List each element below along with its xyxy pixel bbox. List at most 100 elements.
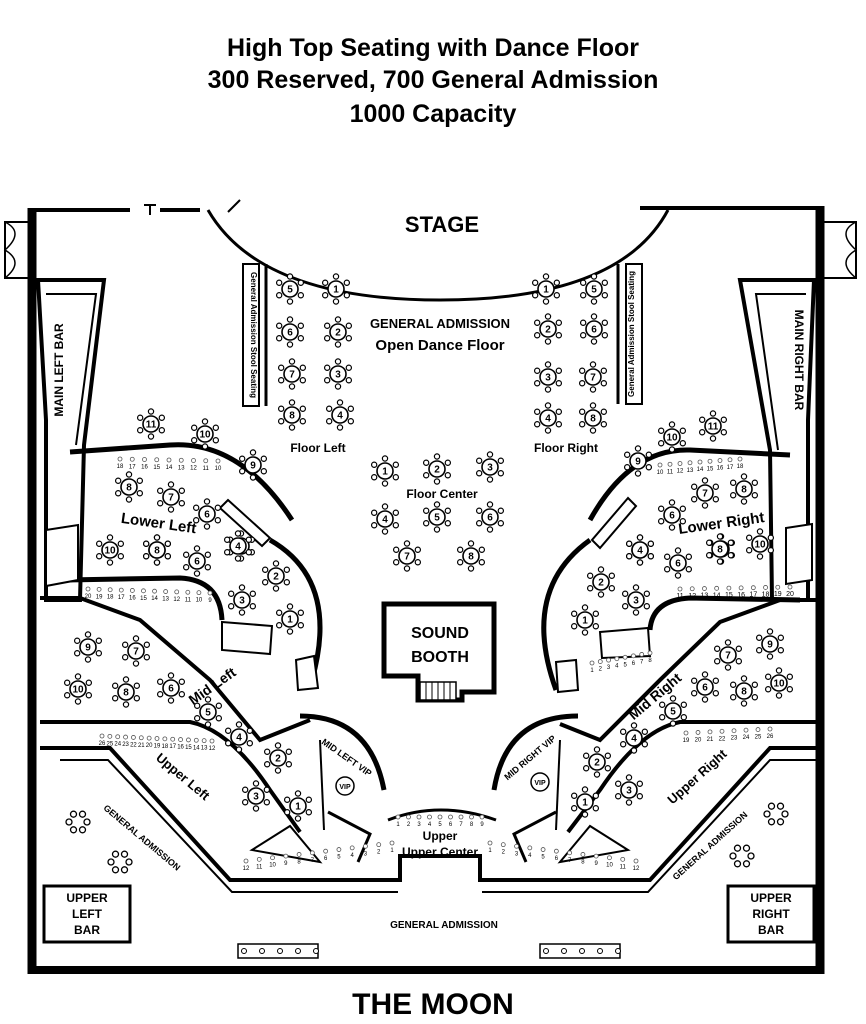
table-floor-center-4[interactable]: 4 <box>370 503 400 535</box>
table-lower-right-2[interactable]: 2 <box>586 566 616 598</box>
table-floor-right-2[interactable]: 2 <box>533 313 563 345</box>
rail-seat-number: 1 <box>590 668 594 674</box>
table-mid-left-10[interactable]: 10 <box>63 673 93 705</box>
rail-seat-number: 15 <box>725 592 733 599</box>
table-lower-right-8[interactable]: 8 <box>729 473 759 505</box>
table-lower-right-11[interactable]: 11 <box>698 410 728 442</box>
table-number: 1 <box>582 798 588 809</box>
table-mid-left-1[interactable]: 1 <box>283 790 313 822</box>
table-floor-center-2[interactable]: 2 <box>422 453 452 485</box>
sound-booth-label-1: SOUND <box>411 625 469 642</box>
table-number: 6 <box>675 559 681 570</box>
table-mid-left-9[interactable]: 9 <box>73 631 103 663</box>
table-mid-left-6[interactable]: 6 <box>156 672 186 704</box>
table-lower-left-8-b[interactable]: 8 <box>142 534 172 566</box>
table-lower-left-10[interactable]: 10 <box>190 418 220 450</box>
table-floor-right-3[interactable]: 3 <box>533 361 563 393</box>
table-floor-left-6[interactable]: 6 <box>275 316 305 348</box>
table-mid-left-4[interactable]: 4 <box>224 721 254 753</box>
table-lower-right-9[interactable]: 9 <box>623 445 653 477</box>
table-lower-right-6[interactable]: 6 <box>657 499 687 531</box>
table-lower-left-7[interactable]: 7 <box>156 481 186 513</box>
rail-seat <box>469 814 474 820</box>
table-floor-left-7[interactable]: 7 <box>277 358 307 390</box>
table-lower-left-6[interactable]: 6 <box>192 498 222 530</box>
table-lower-left-11[interactable]: 11 <box>136 408 166 440</box>
table-floor-right-6[interactable]: 6 <box>579 313 609 345</box>
rail-seat <box>178 737 183 742</box>
table-lower-right-8-b[interactable]: 8 <box>705 533 735 565</box>
rail-seat <box>750 585 756 591</box>
table-mid-right-8[interactable]: 8 <box>729 675 759 707</box>
table-mid-left-8[interactable]: 8 <box>111 676 141 708</box>
table-mid-left-5[interactable]: 5 <box>193 696 223 728</box>
rail-seat <box>162 736 168 742</box>
table-number: 3 <box>545 373 551 384</box>
table-lower-left-6-b[interactable]: 6 <box>182 545 212 577</box>
table-mid-right-6[interactable]: 6 <box>690 671 720 703</box>
rail-seat <box>687 460 693 466</box>
table-floor-left-5[interactable]: 5 <box>275 273 305 305</box>
table-mid-right-3[interactable]: 3 <box>614 774 644 806</box>
table-floor-center-1[interactable]: 1 <box>370 455 400 487</box>
rail-seat-number: 8 <box>581 859 585 865</box>
table-floor-center-7[interactable]: 7 <box>392 540 422 572</box>
table-mid-right-7[interactable]: 7 <box>713 639 743 671</box>
table-lower-right-6-b[interactable]: 6 <box>663 547 693 579</box>
rail-seat-number: 21 <box>707 737 714 743</box>
table-lower-left-8[interactable]: 8 <box>114 471 144 503</box>
table-lower-right-3[interactable]: 3 <box>621 584 651 616</box>
rail-seat-number: 4 <box>428 822 432 828</box>
table-lower-right-10[interactable]: 10 <box>657 421 687 453</box>
table-floor-right-4[interactable]: 4 <box>533 402 563 434</box>
table-lower-left-2[interactable]: 2 <box>261 560 291 592</box>
table-number: 8 <box>123 688 129 699</box>
rail-seat <box>196 590 202 596</box>
table-mid-right-9[interactable]: 9 <box>755 628 785 660</box>
table-floor-left-2[interactable]: 2 <box>323 316 353 348</box>
table-floor-right-8[interactable]: 8 <box>578 402 608 434</box>
table-lower-left-4-b[interactable]: 4 <box>223 530 253 562</box>
table-mid-right-1[interactable]: 1 <box>570 786 600 818</box>
table-lower-left-9[interactable]: 9 <box>238 449 268 481</box>
table-floor-center-8[interactable]: 8 <box>456 540 486 572</box>
table-floor-right-1[interactable]: 1 <box>531 273 561 305</box>
rail-seat-number: 26 <box>99 741 106 747</box>
table-floor-center-6[interactable]: 6 <box>475 501 505 533</box>
table-mid-right-2[interactable]: 2 <box>582 746 612 778</box>
table-mid-left-2[interactable]: 2 <box>263 742 293 774</box>
table-mid-right-10[interactable]: 10 <box>764 667 794 699</box>
table-lower-right-10-b[interactable]: 10 <box>745 528 775 560</box>
rail-seat-number: 19 <box>96 594 103 600</box>
table-lower-right-4-b[interactable]: 4 <box>625 534 655 566</box>
table-lower-left-3[interactable]: 3 <box>227 584 257 616</box>
table-floor-left-1[interactable]: 1 <box>321 273 351 305</box>
table-mid-right-4[interactable]: 4 <box>619 722 649 754</box>
table-number: 1 <box>333 285 339 296</box>
rail-seat <box>580 852 586 857</box>
table-mid-left-7[interactable]: 7 <box>121 635 151 667</box>
rail-seat-number: 18 <box>737 464 744 470</box>
rail-seat <box>118 587 124 593</box>
table-mid-right-5[interactable]: 5 <box>658 695 688 727</box>
rail-seat-number: 26 <box>767 734 774 740</box>
table-lower-right-7[interactable]: 7 <box>690 477 720 509</box>
table-lower-left-1[interactable]: 1 <box>275 603 305 635</box>
table-floor-left-3[interactable]: 3 <box>323 358 353 390</box>
table-lower-right-1[interactable]: 1 <box>570 604 600 636</box>
lower-left-label: Lower Left <box>120 510 197 537</box>
table-floor-left-4[interactable]: 4 <box>325 399 355 431</box>
table-mid-left-3[interactable]: 3 <box>241 780 271 812</box>
table-floor-center-5[interactable]: 5 <box>422 501 452 533</box>
table-number: 8 <box>590 414 596 425</box>
table-number: 10 <box>199 430 211 441</box>
table-floor-right-5[interactable]: 5 <box>579 273 609 305</box>
rail-seat <box>738 585 744 591</box>
table-floor-left-8[interactable]: 8 <box>277 399 307 431</box>
rail-seat <box>152 588 157 594</box>
table-floor-right-7[interactable]: 7 <box>578 361 608 393</box>
table-lower-left-10-b[interactable]: 10 <box>95 534 125 566</box>
rail-seat <box>142 457 147 462</box>
table-floor-center-3[interactable]: 3 <box>475 451 505 483</box>
upper-right-bar-line-3: BAR <box>758 923 784 937</box>
